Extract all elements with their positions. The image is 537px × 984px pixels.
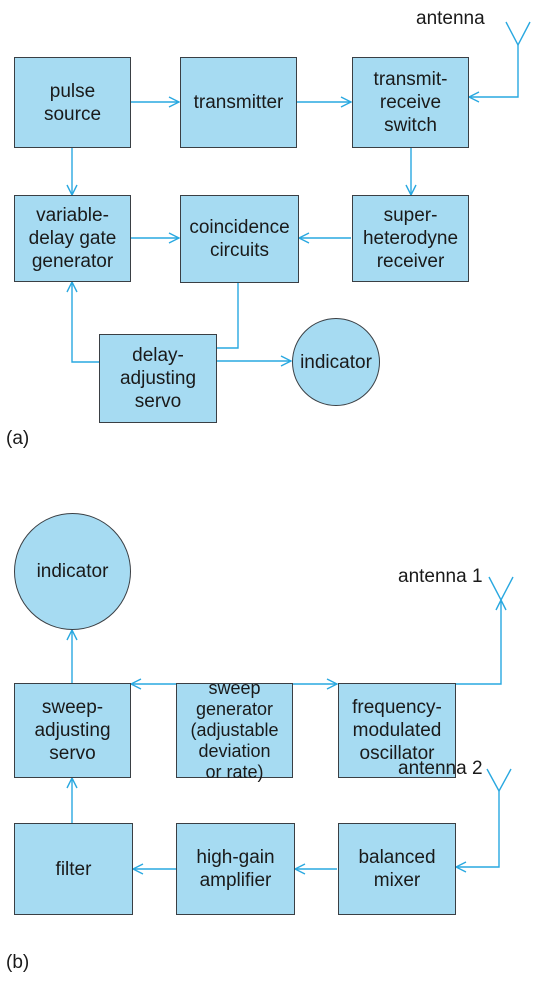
filter-block: filter xyxy=(14,823,133,915)
frequency-modulated-oscillator-block: frequency- modulated oscillator xyxy=(338,683,456,778)
indicator-a-label: indicator xyxy=(300,351,372,373)
frequency-modulated-oscillator-label: frequency- modulated oscillator xyxy=(352,697,442,764)
pulse-source-label: pulse source xyxy=(43,80,102,125)
delay-adjusting-servo-label: delay- adjusting servo xyxy=(119,345,197,412)
arrow-oscillator-to-antenna1 xyxy=(456,600,501,685)
arrow-servo-to-gate xyxy=(72,282,99,363)
indicator-a-circle: indicator xyxy=(292,318,380,406)
indicator-b-circle: indicator xyxy=(14,513,131,630)
panel-label-b: (b) xyxy=(6,952,30,973)
balanced-mixer-label: balanced mixer xyxy=(358,847,436,891)
arrow-antenna-to-switch xyxy=(469,45,519,97)
panel-label-a: (a) xyxy=(6,428,30,449)
transmitter-block: transmitter xyxy=(180,57,297,148)
coincidence-circuits-label: coincidence circuits xyxy=(189,217,290,261)
balanced-mixer-block: balanced mixer xyxy=(338,823,456,915)
superheterodyne-receiver-label: super- heterodyne receiver xyxy=(362,205,459,272)
transmitter-label: transmitter xyxy=(193,92,284,113)
pulse-source-block: pulse source xyxy=(14,57,131,148)
variable-delay-gate-generator-label: variable- delay gate generator xyxy=(28,205,117,272)
antenna-1-label: antenna 1 xyxy=(398,566,483,587)
antenna-2-label: antenna 2 xyxy=(398,758,483,779)
sweep-generator-label: sweep generator (adjustable deviation or… xyxy=(190,678,279,782)
arrow-antenna2-to-mixer xyxy=(456,791,500,867)
transmit-receive-switch-label: transmit- receive switch xyxy=(373,69,448,136)
antenna1-symbol xyxy=(488,576,514,602)
high-gain-amplifier-block: high-gain amplifier xyxy=(176,823,295,915)
indicator-b-label: indicator xyxy=(36,561,109,582)
sweep-adjusting-servo-label: sweep- adjusting servo xyxy=(34,697,111,764)
superheterodyne-receiver-block: super- heterodyne receiver xyxy=(352,195,469,282)
high-gain-amplifier-label: high-gain amplifier xyxy=(196,847,275,891)
antenna2-symbol xyxy=(486,768,512,793)
antenna-symbol-a xyxy=(505,21,531,47)
delay-adjusting-servo-block: delay- adjusting servo xyxy=(99,334,217,423)
filter-label: filter xyxy=(55,858,92,880)
variable-delay-gate-generator-block: variable- delay gate generator xyxy=(14,195,131,282)
antenna-label: antenna xyxy=(416,8,485,29)
sweep-adjusting-servo-block: sweep- adjusting servo xyxy=(14,683,131,778)
sweep-generator-block: sweep generator (adjustable deviation or… xyxy=(176,678,293,782)
coincidence-circuits-block: coincidence circuits xyxy=(180,195,299,283)
transmit-receive-switch-block: transmit- receive switch xyxy=(352,57,469,148)
